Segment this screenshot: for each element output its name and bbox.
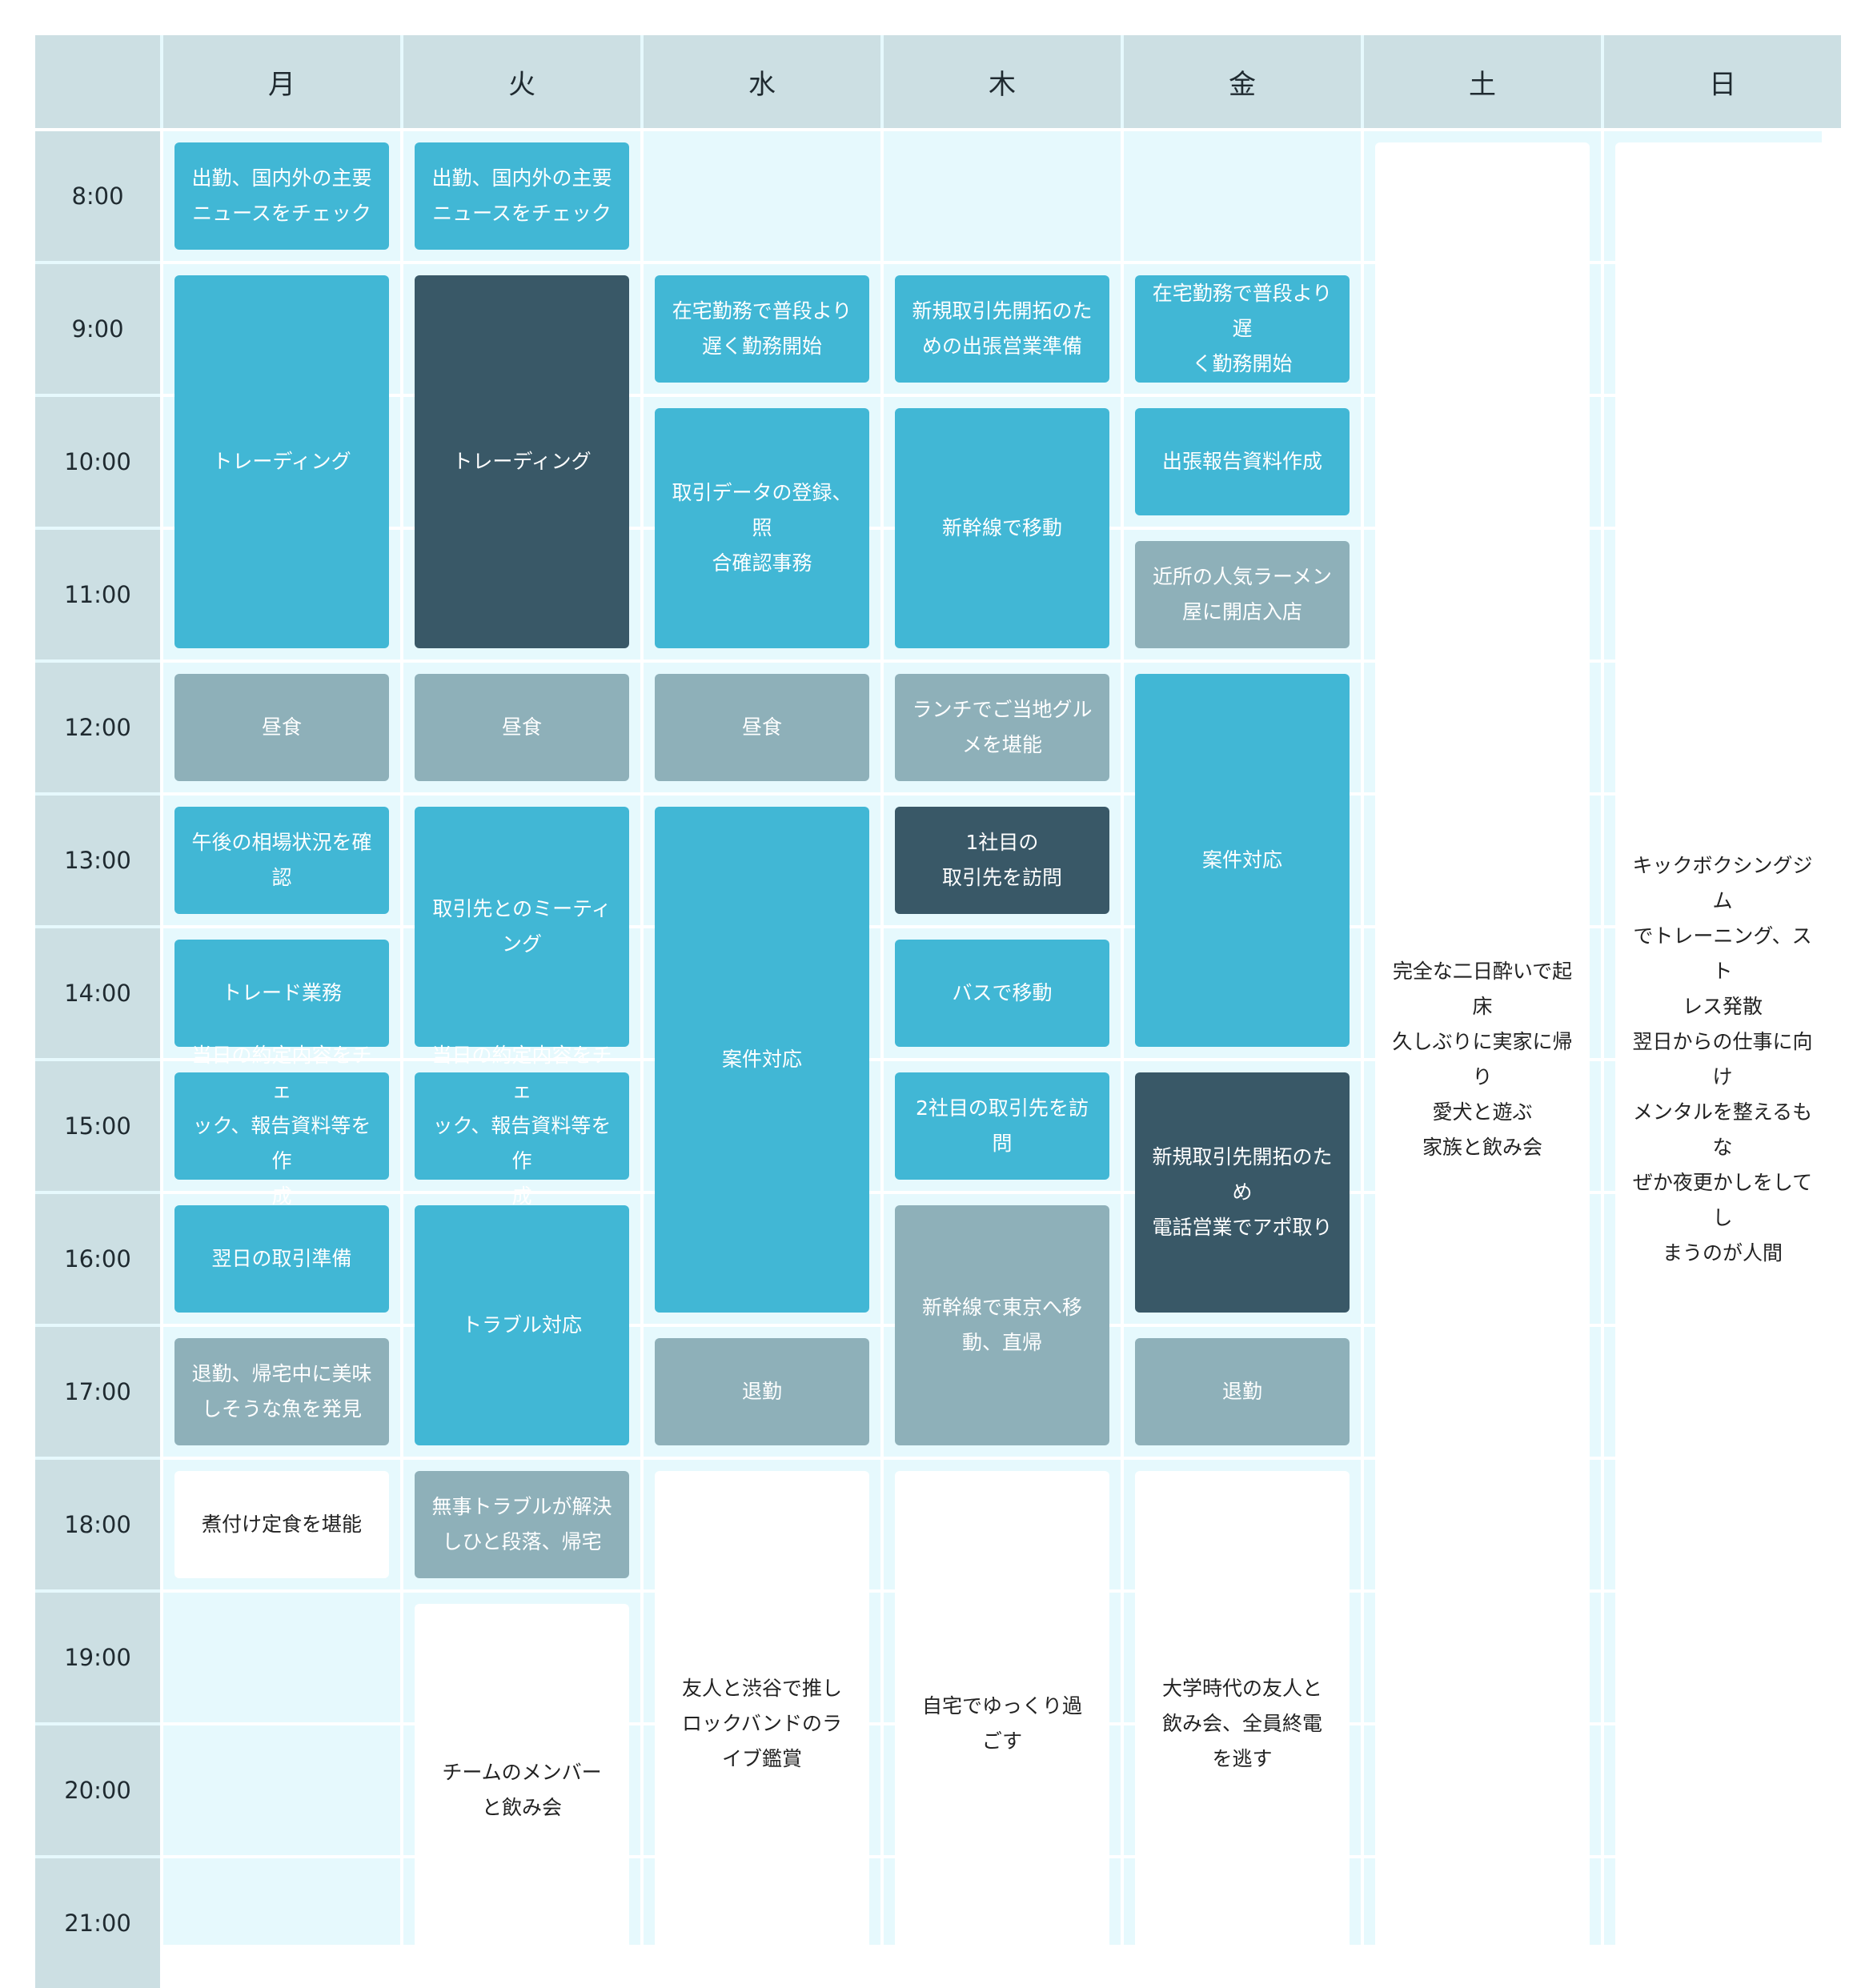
- event-block[interactable]: 取引データの登録、照 合確認事務: [655, 408, 869, 648]
- day-header: 金: [1124, 35, 1361, 128]
- time-label: 12:00: [35, 663, 160, 792]
- event-block[interactable]: 在宅勤務で普段より 遅く勤務開始: [655, 275, 869, 383]
- event-block[interactable]: 案件対応: [655, 807, 869, 1313]
- time-label: 9:00: [35, 264, 160, 394]
- event-block[interactable]: 午後の相場状況を確 認: [174, 807, 389, 914]
- event-block[interactable]: チームのメンバー と飲み会: [415, 1604, 629, 1977]
- event-block[interactable]: 在宅勤務で普段より遅 く勤務開始: [1135, 275, 1350, 383]
- event-block[interactable]: 1社目の 取引先を訪問: [895, 807, 1109, 914]
- event-block[interactable]: 出勤、国内外の主要 ニュースをチェック: [174, 142, 389, 250]
- event-block[interactable]: 近所の人気ラーメン 屋に開店入店: [1135, 541, 1350, 648]
- time-label: 21:00: [35, 1858, 160, 1988]
- row-divider: [160, 1457, 1822, 1460]
- header-divider: [35, 128, 1822, 131]
- event-block[interactable]: キックボクシングジム でトレーニング、スト レス発散 翌日からの仕事に向け メン…: [1615, 142, 1830, 1977]
- row-divider: [160, 394, 1822, 397]
- time-label: 10:00: [35, 397, 160, 527]
- event-block[interactable]: 煮付け定食を堪能: [174, 1471, 389, 1578]
- event-block[interactable]: トレーディング: [174, 275, 389, 648]
- time-label: 18:00: [35, 1460, 160, 1589]
- event-block[interactable]: 当日の約定内容をチェ ック、報告資料等を作 成: [415, 1044, 629, 1208]
- day-header: 日: [1604, 35, 1841, 128]
- time-label: 16:00: [35, 1194, 160, 1324]
- event-block[interactable]: 翌日の取引準備: [174, 1205, 389, 1313]
- event-block[interactable]: 昼食: [415, 674, 629, 781]
- event-block[interactable]: 昼食: [174, 674, 389, 781]
- event-block[interactable]: 2社目の取引先を訪 問: [895, 1072, 1109, 1180]
- row-divider: [160, 792, 1822, 796]
- event-block[interactable]: トレーディング: [415, 275, 629, 648]
- event-block[interactable]: 大学時代の友人と 飲み会、全員終電 を逃す: [1135, 1471, 1350, 1977]
- day-header: 水: [644, 35, 880, 128]
- time-label: 17:00: [35, 1327, 160, 1457]
- event-block[interactable]: 無事トラブルが解決 しひと段落、帰宅: [415, 1471, 629, 1578]
- event-block[interactable]: 新幹線で移動: [895, 408, 1109, 648]
- event-block[interactable]: 昼食: [655, 674, 869, 781]
- day-header: 木: [884, 35, 1121, 128]
- row-divider: [160, 925, 1822, 928]
- event-block[interactable]: 完全な二日酔いで起床 久しぶりに実家に帰り 愛犬と遊ぶ 家族と飲み会: [1375, 142, 1590, 1977]
- event-block[interactable]: トラブル対応: [415, 1205, 629, 1445]
- row-divider: [160, 659, 1822, 663]
- event-block[interactable]: 新規取引先開拓のため 電話営業でアポ取り: [1135, 1072, 1350, 1313]
- day-header: 月: [163, 35, 400, 128]
- event-block[interactable]: トレード業務: [174, 940, 389, 1047]
- row-divider: [160, 261, 1822, 264]
- time-label: 8:00: [35, 131, 160, 261]
- row-divider: [160, 1191, 1822, 1194]
- header-corner: [35, 35, 160, 128]
- event-block[interactable]: 退勤: [655, 1338, 869, 1445]
- event-block[interactable]: 出勤、国内外の主要 ニュースをチェック: [415, 142, 629, 250]
- event-block[interactable]: 取引先とのミーティ ング: [415, 807, 629, 1047]
- time-label: 15:00: [35, 1061, 160, 1191]
- day-header: 火: [403, 35, 640, 128]
- event-block[interactable]: 当日の約定内容をチェ ック、報告資料等を作 成: [174, 1044, 389, 1208]
- event-block[interactable]: バスで移動: [895, 940, 1109, 1047]
- event-block[interactable]: 新規取引先開拓のた めの出張営業準備: [895, 275, 1109, 383]
- column-divider: [1841, 128, 1844, 1988]
- time-label: 14:00: [35, 928, 160, 1058]
- event-block[interactable]: 友人と渋谷で推し ロックバンドのラ イブ鑑賞: [655, 1471, 869, 1977]
- event-block[interactable]: 案件対応: [1135, 674, 1350, 1047]
- time-label: 11:00: [35, 530, 160, 659]
- time-label: 19:00: [35, 1593, 160, 1722]
- day-header: 土: [1364, 35, 1601, 128]
- time-label: 13:00: [35, 796, 160, 925]
- event-block[interactable]: 出張報告資料作成: [1135, 408, 1350, 515]
- event-block[interactable]: 自宅でゆっくり過 ごす: [895, 1471, 1109, 1977]
- row-divider: [160, 1058, 1822, 1061]
- event-block[interactable]: 新幹線で東京へ移 動、直帰: [895, 1205, 1109, 1445]
- event-block[interactable]: 退勤: [1135, 1338, 1350, 1445]
- time-label: 20:00: [35, 1725, 160, 1855]
- event-block[interactable]: ランチでご当地グル メを堪能: [895, 674, 1109, 781]
- event-block[interactable]: 退勤、帰宅中に美味 しそうな魚を発見: [174, 1338, 389, 1445]
